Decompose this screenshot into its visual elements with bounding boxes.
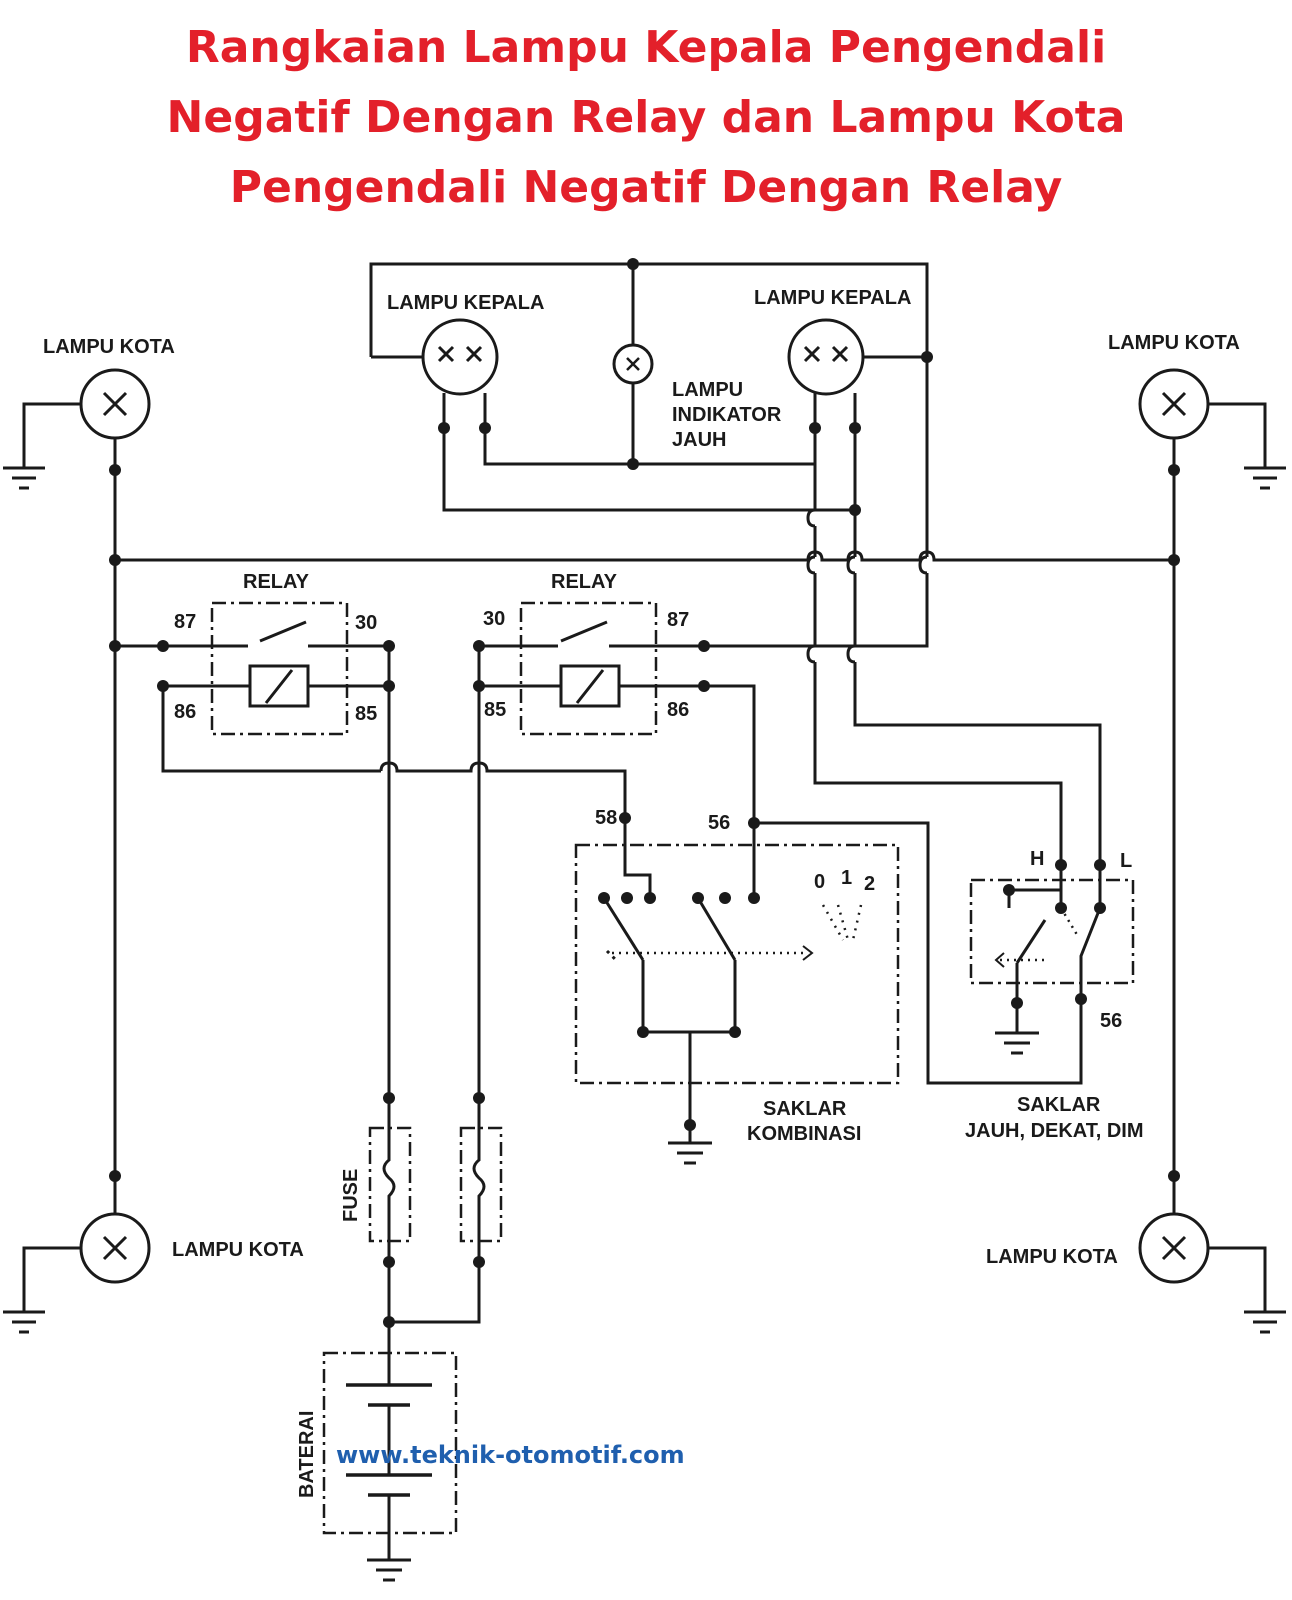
terminal-87-left: 87 bbox=[174, 611, 196, 633]
title-line-3: Pengendali Negatif Dengan Relay bbox=[229, 162, 1063, 213]
terminal-87-right: 87 bbox=[667, 609, 689, 631]
parking-lamp-top-right bbox=[1138, 368, 1210, 440]
indicator-lamp bbox=[612, 343, 654, 385]
label-indicator-3: JAUH bbox=[672, 429, 726, 451]
label-indicator-1: LAMPU bbox=[672, 379, 743, 401]
terminal-30-left: 30 bbox=[355, 612, 377, 634]
label-parking-lamp-bl: LAMPU KOTA bbox=[172, 1239, 304, 1261]
label-headlamp-right: LAMPU KEPALA bbox=[754, 287, 911, 309]
headlamp-right bbox=[787, 318, 865, 396]
switch-pos-2: 2 bbox=[864, 873, 875, 895]
terminal-85-right: 85 bbox=[484, 699, 506, 721]
headlamp-left bbox=[421, 318, 499, 396]
switch-pos-1: 1 bbox=[841, 867, 852, 889]
terminal-85-left: 85 bbox=[355, 703, 377, 725]
parking-lamp-top-left bbox=[79, 368, 151, 440]
website-url: www.teknik-otomotif.com bbox=[336, 1441, 685, 1469]
label-parking-lamp-br: LAMPU KOTA bbox=[986, 1246, 1118, 1268]
ground-symbol bbox=[668, 1141, 712, 1165]
label-l: L bbox=[1120, 850, 1132, 872]
ground-symbol bbox=[995, 1031, 1039, 1055]
label-saklar-kombinasi-2: KOMBINASI bbox=[747, 1123, 861, 1145]
ground-symbol bbox=[3, 1310, 45, 1334]
label-fuse: FUSE bbox=[340, 1169, 362, 1222]
ground-symbol bbox=[3, 466, 45, 490]
title-line-2: Negatif Dengan Relay dan Lampu Kota bbox=[166, 92, 1126, 143]
dimmer-switch-box bbox=[969, 878, 1135, 985]
ground-symbol bbox=[1244, 466, 1286, 490]
terminal-86-right: 86 bbox=[667, 699, 689, 721]
terminal-86-left: 86 bbox=[174, 701, 196, 723]
label-baterai: BATERAI bbox=[296, 1411, 318, 1498]
terminal-56: 56 bbox=[708, 812, 730, 834]
fuse-left-box bbox=[368, 1126, 412, 1243]
label-saklar-dimmer-1: SAKLAR bbox=[1017, 1094, 1101, 1116]
ground-symbol bbox=[367, 1558, 411, 1582]
terminal-56-dimmer: 56 bbox=[1100, 1010, 1122, 1032]
ground-symbol bbox=[1244, 1310, 1286, 1334]
title-line-1: Rangkaian Lampu Kepala Pengendali bbox=[185, 22, 1107, 73]
switch-pos-0: 0 bbox=[814, 871, 825, 893]
junction-dots bbox=[109, 258, 1180, 1328]
label-saklar-kombinasi-1: SAKLAR bbox=[763, 1098, 847, 1120]
label-parking-lamp-tr: LAMPU KOTA bbox=[1108, 332, 1240, 354]
label-relay-right: RELAY bbox=[551, 571, 618, 593]
terminal-58: 58 bbox=[595, 807, 617, 829]
combination-switch-box bbox=[574, 843, 900, 1085]
label-h: H bbox=[1030, 848, 1044, 870]
label-relay-left: RELAY bbox=[243, 571, 310, 593]
fuse-right-box bbox=[459, 1126, 503, 1243]
label-indicator-2: INDIKATOR bbox=[672, 404, 782, 426]
terminal-30-right: 30 bbox=[483, 608, 505, 630]
label-parking-lamp-tl: LAMPU KOTA bbox=[43, 336, 175, 358]
label-saklar-dimmer-2: JAUH, DEKAT, DIM bbox=[965, 1120, 1144, 1142]
parking-lamp-bottom-right bbox=[1138, 1212, 1210, 1284]
label-headlamp-left: LAMPU KEPALA bbox=[387, 292, 544, 314]
parking-lamp-bottom-left bbox=[79, 1212, 151, 1284]
battery-box bbox=[322, 1351, 458, 1535]
relay-right-box bbox=[519, 601, 658, 736]
relay-left-box bbox=[210, 601, 349, 736]
